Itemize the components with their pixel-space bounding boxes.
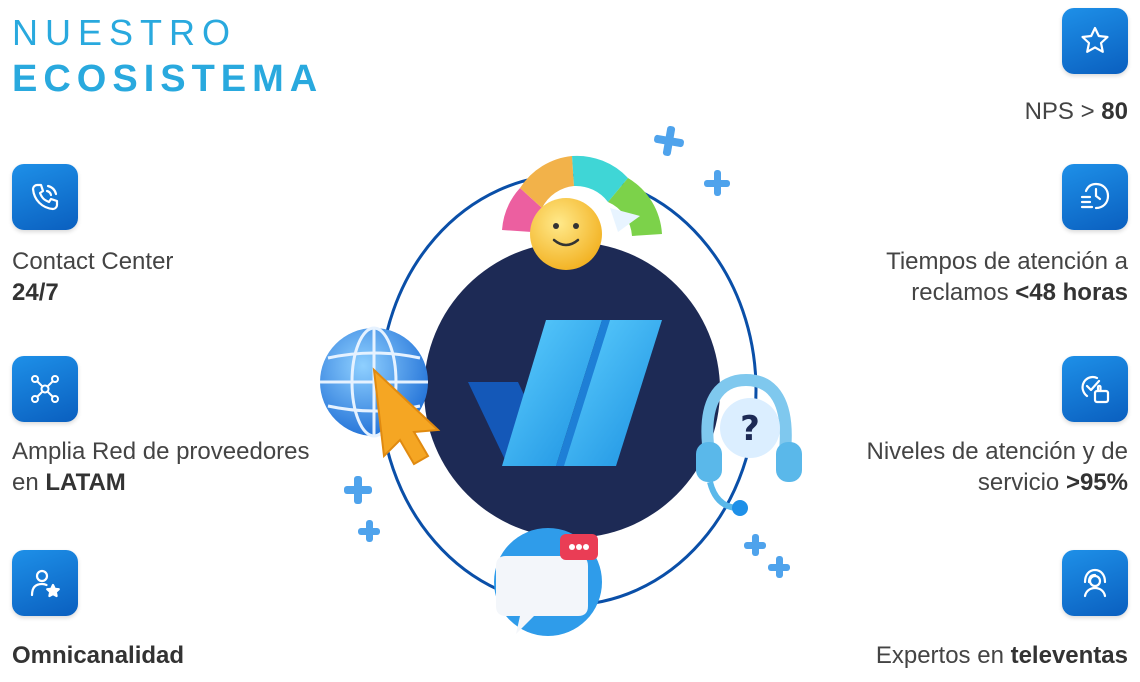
red-proveedores-bold: LATAM [45,469,126,496]
red-proveedores-line1: Amplia Red de proveedores [12,438,310,465]
omnicanalidad-bold: Omnicanalidad [12,642,185,669]
svg-text:?: ? [740,409,760,449]
red-proveedores-text: Amplia Red de proveedores en LATAM [12,436,310,498]
network-icon [12,356,78,422]
contact-center-line1: Contact Center [12,248,174,275]
contact-center-line2: 24/7 [12,279,59,306]
phone-icon [12,164,78,230]
niveles-prefix: servicio [977,469,1066,496]
logo-icon [468,320,662,466]
contact-center-text: Contact Center 24/7 [12,246,173,308]
plus-decorations [344,126,790,578]
tiempos-line1: Tiempos de atención a [886,248,1128,275]
title-nuestro: NUESTRO [12,12,238,53]
nps-bold: 80 [1101,98,1128,125]
user-star-icon [12,550,78,616]
satisfaction-gauge-icon [502,155,662,270]
televentas-prefix: Expertos en [875,642,1011,669]
televentas-text: Expertos en televentas [876,640,1128,671]
check-hand-icon [1062,356,1128,422]
niveles-text: Niveles de atención y de servicio >95% [867,436,1129,498]
chat-bubble-icon [494,528,602,636]
tiempos-bold: <48 horas [1015,279,1128,306]
niveles-line1: Niveles de atención y de [866,438,1129,465]
clock-list-icon [1062,164,1128,230]
nps-text: NPS > 80 [1025,96,1128,127]
star-icon [1062,8,1128,74]
tiempos-prefix: reclamos [911,279,1016,306]
televentas-bold: televentas [1010,642,1128,669]
tiempos-text: Tiempos de atención a reclamos <48 horas [886,246,1128,308]
support-agent-icon [1062,550,1128,616]
red-proveedores-prefix: en [12,469,46,496]
ecosystem-illustration: ? [320,126,802,636]
niveles-bold: >95% [1065,469,1128,496]
title-ecosistema: ECOSISTEMA [12,58,324,100]
omnicanalidad-text: Omnicanalidad [12,640,184,671]
headset-icon: ? [696,373,802,516]
nps-prefix: NPS > [1024,98,1102,125]
globe-cursor-icon [320,326,441,466]
